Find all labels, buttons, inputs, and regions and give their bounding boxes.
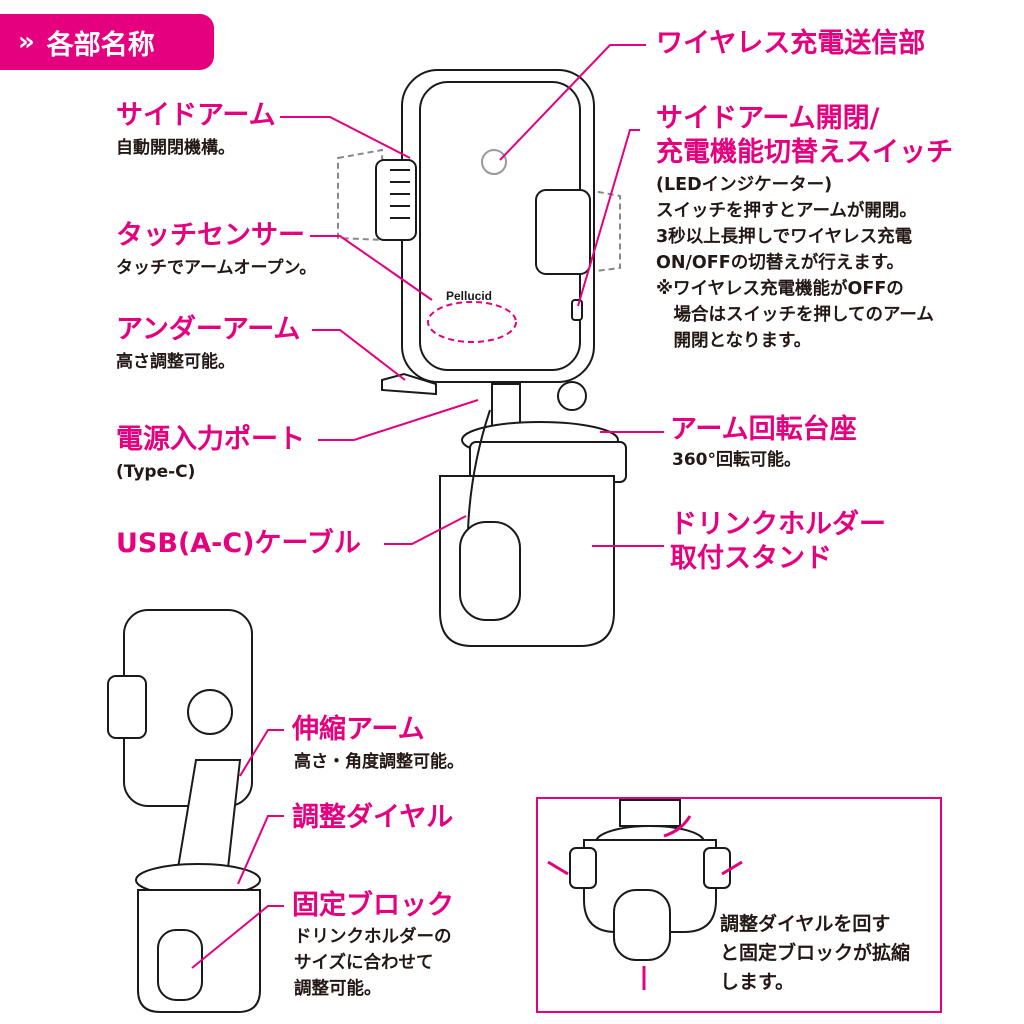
wireless-title: ワイヤレス充電送信部 [656, 28, 926, 59]
inset-note-line: と固定ブロックが拡縮 [720, 942, 911, 964]
leader-side-arm [280, 116, 411, 159]
swivel-small [187, 689, 233, 735]
switch-note-line: 3秒以上長押しでワイヤレス充電 [656, 227, 913, 247]
qi-wireless-icon [481, 149, 507, 175]
inset-left-block [569, 847, 597, 889]
dial-title: 調整ダイヤル [292, 802, 454, 833]
leader-fixing-block [191, 905, 284, 969]
touch-sensor-desc: タッチでアームオープン。 [116, 258, 317, 278]
inset-note-line: します。 [720, 971, 795, 993]
switch-note-line: ※ワイヤレス充電機能がOFFの [656, 279, 904, 299]
inset-front-block [613, 889, 671, 961]
leader-dial [237, 815, 284, 885]
inset-arrow-rotate [663, 815, 692, 838]
under-arm [381, 372, 437, 396]
extension-arm-title: 伸縮アーム [292, 714, 425, 745]
inset-note-line: 調整ダイヤルを回す [720, 913, 891, 935]
leader-wireless [499, 44, 646, 161]
fixing-block-note-line: 調整可能。 [294, 979, 382, 999]
switch-note-line: 場合はスイッチを押してのアーム [656, 305, 934, 325]
under-arm-title: アンダーアーム [116, 314, 301, 345]
switch-note-line: (LEDインジケーター) [656, 175, 833, 195]
side-arm-right [535, 189, 591, 275]
leader-extension-arm [239, 729, 284, 777]
section-title: 各部名称 [46, 29, 155, 61]
power-port-title: 電源入力ポート [116, 424, 305, 455]
rotation-base-desc: 360°回転可能。 [672, 450, 801, 470]
leader-switch [577, 129, 640, 307]
inset-note: 調整ダイヤルを回す と固定ブロックが拡縮 します。 [720, 910, 910, 997]
switch-note-line: ON/OFFの切替えが行えます。 [656, 253, 904, 273]
power-port-desc: (Type-C) [116, 462, 196, 482]
leader-under-arm [312, 329, 406, 381]
fixing-block-title: 固定ブロック [292, 890, 454, 921]
rotation-base-title: アーム回転台座 [670, 414, 857, 445]
fixing-block-note-line: ドリンクホルダーの [294, 927, 452, 947]
leader-usb-cable [384, 515, 467, 545]
side-arm-left [375, 159, 417, 241]
extension-arm-desc: 高さ・角度調整可能。 [294, 752, 464, 772]
leader-power-port [318, 399, 479, 441]
switch-notes: (LEDインジケーター) スイッチを押すとアームが開閉。 3秒以上長押しでワイヤ… [656, 172, 934, 354]
under-arm-desc: 高さ調整可能。 [116, 352, 235, 372]
fixing-block-small [157, 929, 203, 1001]
fixing-block-note-line: サイズに合わせて [294, 953, 434, 973]
switch-note-line: スイッチを押すとアームが開閉。 [656, 201, 917, 221]
side-arm-desc: 自動開閉機構。 [116, 138, 235, 158]
inset-box [536, 797, 942, 1013]
cup-stand-title-line1: ドリンクホルダー [670, 509, 886, 540]
fixing-block-notes: ドリンクホルダーの サイズに合わせて 調整可能。 [294, 924, 452, 1002]
inset-arrow-left [547, 860, 569, 876]
fixing-pad-front [459, 521, 521, 621]
switch-led [571, 299, 583, 321]
swivel-knob [557, 381, 587, 411]
section-header: » 各部名称 [0, 14, 214, 70]
switch-title-line2: 充電機能切替えスイッチ [656, 137, 953, 168]
switch-note-line: 開閉となります。 [656, 331, 812, 351]
usb-cable-title: USB(A-C)ケーブル [116, 528, 361, 559]
usb-cable [467, 409, 491, 531]
cup-stand-title-line2: 取付スタンド [670, 543, 832, 574]
inset-arrow-right [721, 860, 743, 876]
side-arm-small [107, 675, 147, 739]
side-arm-title: サイドアーム [116, 100, 276, 131]
leader-touch-sensor [310, 235, 433, 301]
touch-sensor-title: タッチセンサー [116, 220, 305, 251]
switch-title-line1: サイドアーム開閉/ [656, 103, 880, 134]
touch-sensor-area [427, 301, 517, 343]
brand-logo: Pellucid [446, 289, 492, 303]
